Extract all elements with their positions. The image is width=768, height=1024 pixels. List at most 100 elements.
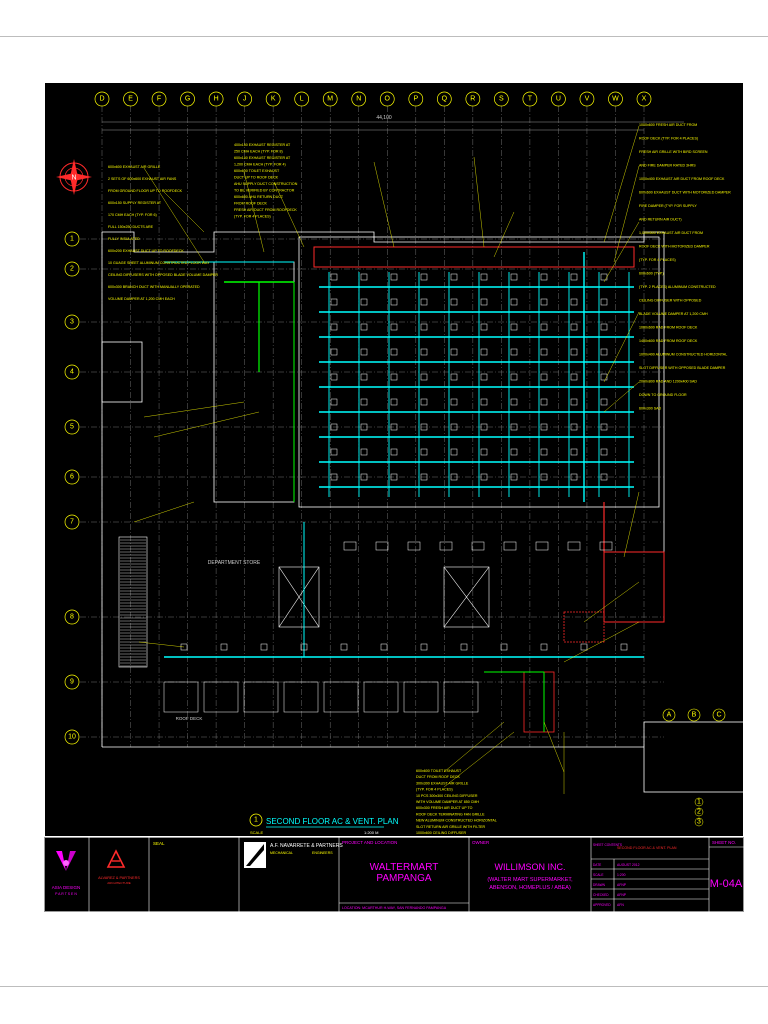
grid-bubble-row-8: 8 — [70, 614, 74, 621]
project-name-line1: WALTERMART — [370, 862, 439, 873]
grid-bubble-col-T: T — [528, 96, 533, 103]
notes-bottom-line: 600x600 TOILET EXHAUST — [416, 769, 462, 773]
sheet-contents-value: SECOND FLOOR AC & VENT. PLAN — [617, 846, 677, 850]
grid-bubble-col-N: N — [356, 96, 361, 103]
notes-top-line: 600x150 EXHAUST REGISTER AT — [234, 156, 291, 160]
architect-logo-text: ALVAREZ & PARTNERS — [98, 876, 140, 880]
meta-value: AFNP — [617, 883, 627, 887]
drawing-title-number: 1 — [254, 817, 258, 824]
notes-right-line: (TYP. FOR 4 PLACES) — [639, 258, 676, 262]
room-label-department-store: DEPARTMENT STORE — [208, 560, 261, 566]
architect-logo-sub: ARCHITECTURE — [107, 881, 131, 885]
grid-bubble-col-O: O — [385, 96, 391, 103]
notes-right-line: 1400x600 RAD FROM ROOF DECK — [639, 339, 698, 343]
tenant-blocks — [163, 541, 613, 713]
grid-bubble-col-P: P — [413, 96, 418, 103]
meta-value: AFN — [617, 903, 624, 907]
title-block: ASIA DESIGN P A R T S E N ALVAREZ & PART… — [44, 837, 744, 912]
grid-bubble-row-9: 9 — [70, 679, 74, 686]
grid-bubble-col-L: L — [300, 96, 304, 103]
notes-top-line: 1,200 CMH EACH (TYP. FOR 4) — [234, 163, 286, 167]
notes-bottom-line: NEW ALUMINUM CONSTRUCTED HORIZONTAL — [416, 819, 497, 823]
project-location: LOCATION: MCARTHUR H-WAY, SAN FERNANDO P… — [342, 906, 447, 910]
meta-label: CHECKED — [593, 893, 609, 897]
grid-bubble-col-V: V — [585, 96, 590, 103]
notes-bottom-line: 300x300 EXHAUST AIR GRILLE — [416, 781, 469, 785]
notes-right-line: FRESH AIR GRILLE WITH BIRD SCREEN — [639, 150, 708, 154]
notes-left-line: 10 GUAGE SHEET ALUMINUM CONSTRUCTED FLOO… — [108, 261, 210, 265]
notes-left-line: FULL 150x250 DUCTS ARE — [108, 225, 154, 229]
designer-logo-sub: P A R T S E N — [55, 892, 77, 896]
small-grid-col-C: C — [716, 712, 721, 719]
notes-bottom-line: WITH VOLUME DAMPER AT 850 CMH — [416, 800, 479, 804]
return-duct-network — [313, 246, 665, 733]
grid-bubble-row-3: 3 — [70, 319, 74, 326]
notes-right-line: FIRE DAMPER (TYP. FOR SUPPLY — [639, 204, 697, 208]
grid-bubble-col-G: G — [185, 96, 190, 103]
owner-label: OWNER — [472, 840, 490, 845]
grid-bubble-col-D: D — [99, 96, 104, 103]
grid-bubble-row-2: 2 — [70, 266, 74, 273]
engineer-logo-icon — [244, 842, 266, 868]
meta-label: APPROVED — [593, 903, 611, 907]
notes-top-line: TO BE VERIFIED BY CONTRACTOR — [234, 189, 295, 193]
stair-hatch — [120, 539, 146, 667]
small-grid-col-B: B — [692, 712, 697, 719]
grid-bubble-col-U: U — [556, 96, 561, 103]
scale-value: 1:200 M — [364, 830, 378, 835]
engineer-sub-left: MECHANICAL — [270, 851, 293, 855]
notes-top-line: FRESH AIR DUCT FROM ROOFDECK — [234, 208, 297, 212]
grid-bubble-col-J: J — [243, 96, 247, 103]
notes-right-line: 1,000x500 EXHAUST AIR DUCT FROM — [639, 231, 703, 235]
north-arrow-icon: N — [56, 159, 92, 195]
notes-left-line: 600x300 BRANCH DUCT WITH MANUALLY OPERAT… — [108, 285, 200, 289]
notes-bottom-line: DUCT FROM ROOF DECK — [416, 775, 460, 779]
sheet-no-label: SHEET NO. — [712, 840, 736, 845]
notes-top-line: 400x150 EXHAUST REGISTER AT — [234, 143, 291, 147]
meta-value: AUGUST 2012 — [617, 863, 640, 867]
grid-bubble-row-5: 5 — [70, 424, 74, 431]
grid-bubble-col-E: E — [128, 96, 133, 103]
small-grid-row-1: 1 — [697, 799, 701, 806]
notes-right-line: ROOF DECK (TYP. FOR 4 PLACES) — [639, 137, 698, 141]
notes-left-line: CEILING DIFFUSERS WITH OPPOSED BLADE VOL… — [108, 273, 218, 277]
notes-top-line: 600x600 TOILET EXHAUST — [234, 169, 280, 173]
notes-top-line: FROM ROOF DECK — [234, 202, 268, 206]
grid-bubble-col-R: R — [470, 96, 475, 103]
grid-bubble-row-1: 1 — [70, 236, 74, 243]
svg-text:N: N — [71, 175, 76, 182]
meta-value: AFNP — [617, 893, 627, 897]
notes-right-line: CEILING DIFFUSER WITH OPPOSED — [639, 299, 702, 303]
grid-bubble-row-7: 7 — [70, 519, 74, 526]
notes-bottom-line: 10 PCS 300x300 CEILING DIFFUSER — [416, 794, 478, 798]
notes-bottom-line: 600x300 FRESH AIR DUCT UP TO — [416, 806, 473, 810]
notes-bottom: 600x600 TOILET EXHAUST DUCT FROM ROOF DEC… — [416, 721, 565, 835]
notes-right-line: ROOF DECK WITH MOTORIZED DAMPER — [639, 245, 710, 249]
notes-right-line: (TYP. 2 PLACES) ALUMINUM CONSTRUCTED — [639, 285, 716, 289]
notes-left-line: VOLUME DAMPER AT 1,200 CMH EACH — [108, 297, 175, 301]
notes-top-line: DUCT UP TO ROOF DECK — [234, 176, 279, 180]
notes-left-line: 600x200 EXHAUST DUCT UP TO ROOFDECK — [108, 249, 184, 253]
small-grid-col-A: A — [667, 712, 672, 719]
designer-logo-text: ASIA DESIGN — [52, 885, 81, 890]
notes-top-line: AHU SUPPLY DUCT CONSTRUCTION — [234, 182, 298, 186]
drawing-frame — [44, 82, 744, 837]
notes-right-line: 1000x600 RAD FROM ROOF DECK — [639, 326, 698, 330]
notes-bottom-line: ROOF DECK TERMINATING FAN GRILLE — [416, 812, 485, 816]
meta-label: DRAWN — [593, 883, 606, 887]
notes-left-line: 600x600 EXHAUST AIR GRILLE — [108, 165, 161, 169]
notes-left-line: FROM GROUND FLOOR UP TO ROOFDECK — [108, 189, 183, 193]
engineer-sub-right: ENGINEERS — [312, 851, 333, 855]
meta-label: DATE — [593, 863, 601, 867]
grid-bubble-col-K: K — [271, 96, 276, 103]
owner-name: WILLIMSON INC. — [494, 862, 565, 872]
room-label-roof-deck: ROOF DECK — [176, 716, 203, 721]
notes-right-line: 1000x400 ALUMINUM CONSTRUCTED HORIZONTAL — [639, 353, 727, 357]
grid-bubble-col-M: M — [327, 96, 333, 103]
notes-right-line: 600x300 SAD — [639, 407, 662, 411]
owner-detail-line2: ABENSON, HOMEPLUS / ABEA) — [489, 885, 571, 891]
